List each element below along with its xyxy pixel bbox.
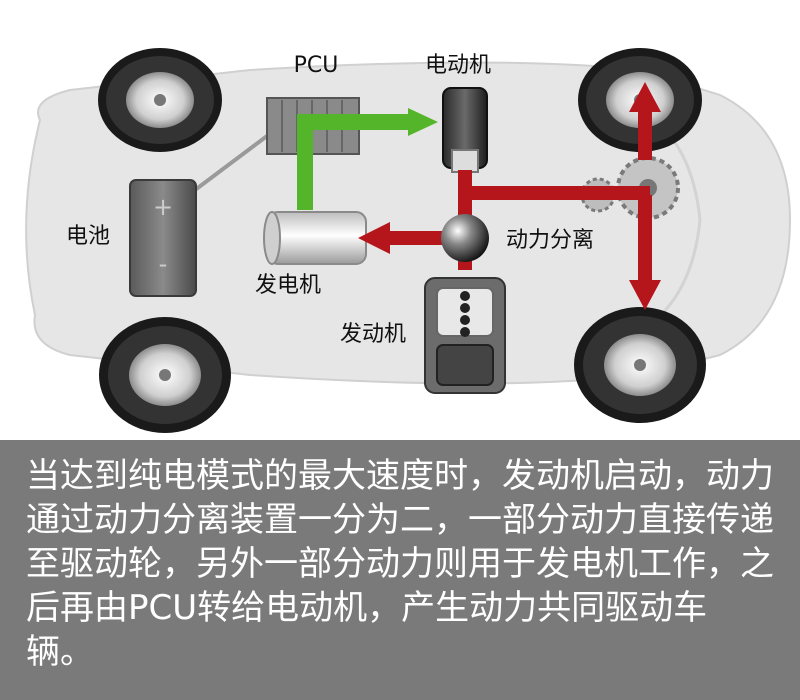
car-body — [25, 61, 792, 385]
label-pcu: PCU — [294, 53, 339, 78]
generator — [263, 211, 367, 265]
engine — [424, 277, 506, 394]
caption-box: 当达到纯电模式的最大速度时，发动机启动，动力通过动力分离装置一分为二，一部分动力… — [0, 440, 800, 700]
battery: + - — [129, 179, 197, 297]
electric-motor — [442, 87, 488, 173]
hybrid-powertrain-diagram: + - — [25, 48, 792, 433]
battery-plus-mark: + — [153, 193, 173, 221]
label-engine: 发动机 — [340, 322, 406, 347]
wheel-rear-right — [574, 307, 706, 423]
label-battery: 电池 — [66, 224, 110, 249]
power-split-device — [441, 214, 489, 262]
wheel-rear-left — [99, 317, 231, 433]
wheel-front-left — [98, 48, 222, 152]
label-motor: 电动机 — [425, 53, 491, 78]
label-power-split: 动力分离 — [506, 228, 594, 253]
green-flow-arrow — [297, 108, 438, 210]
battery-cable — [193, 128, 277, 192]
label-generator: 发电机 — [255, 273, 321, 298]
caption-text: 当达到纯电模式的最大速度时，发动机启动，动力通过动力分离装置一分为二，一部分动力… — [26, 456, 774, 672]
battery-minus-mark: - — [159, 250, 168, 278]
